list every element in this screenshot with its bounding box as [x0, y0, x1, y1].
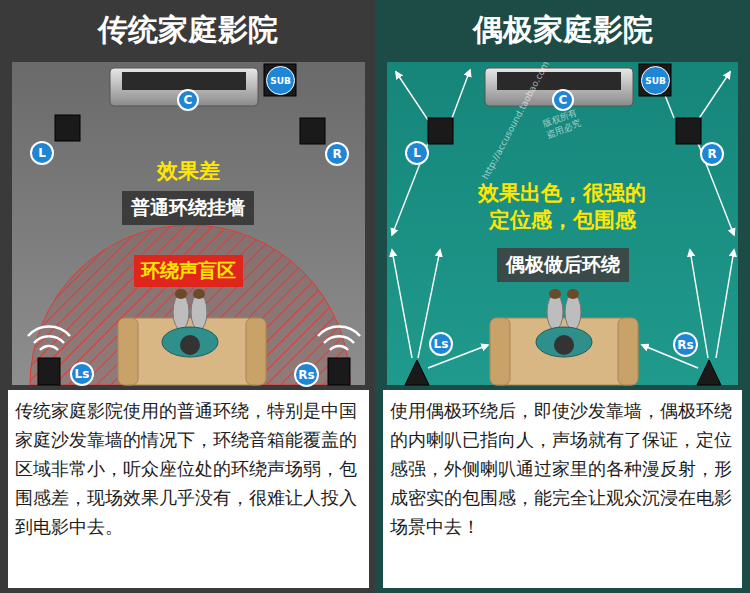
panel-ground — [383, 390, 742, 588]
speaker-box — [328, 358, 350, 385]
sofa — [118, 318, 266, 385]
warning-box: 环绕声盲区 — [134, 255, 243, 287]
speaker-box — [300, 118, 325, 144]
sound-rays — [392, 138, 430, 235]
viewer — [567, 289, 579, 299]
subwoofer-label: SUB — [641, 66, 670, 95]
effect-note: 效果差 — [128, 158, 248, 185]
sofa — [118, 318, 638, 385]
tv-screen — [497, 72, 621, 90]
tv-screen — [485, 68, 633, 106]
node-text: SUB — [645, 76, 666, 86]
viewer — [547, 294, 563, 330]
speaker-label: Rs — [294, 362, 319, 387]
sofa — [118, 318, 138, 385]
node-text: L — [38, 146, 46, 160]
tv-screen — [110, 68, 258, 106]
panel-ground — [0, 0, 375, 593]
panel-description: 传统家庭影院使用的普通环绕，特别是中国家庭沙发靠墙的情况下，环绕音箱能覆盖的区域… — [15, 396, 361, 541]
node-text: SUB — [270, 76, 291, 86]
node-text: Rs — [298, 368, 314, 382]
panel-ground — [387, 62, 738, 385]
wave-arcs — [40, 346, 58, 350]
viewer — [193, 289, 205, 299]
panel: 偶极家庭影院使用偶极环绕后，即使沙发靠墙，偶极环绕的内喇叭已指向人，声场就有了保… — [375, 0, 750, 593]
speaker-label: Ls — [429, 332, 453, 356]
sound-rays — [452, 70, 470, 118]
speaker-label: Ls — [70, 362, 94, 386]
sofa — [246, 318, 266, 385]
panel-ground — [375, 0, 750, 593]
node-text: C — [559, 93, 568, 107]
sound-rays — [716, 250, 734, 358]
node-text: R — [707, 147, 716, 161]
viewer — [565, 294, 581, 330]
blind-zone — [30, 225, 350, 385]
sound-rays — [396, 72, 428, 120]
speaker-box — [639, 64, 671, 96]
node-text: Rs — [677, 338, 693, 352]
viewer — [554, 335, 574, 355]
viewer — [175, 289, 187, 299]
node-text: L — [413, 146, 421, 160]
sofa — [490, 318, 510, 385]
speaker-box — [264, 64, 296, 96]
speaker-label: C — [552, 89, 574, 111]
panel: 传统家庭影院传统家庭影院使用的普通环绕，特别是中国家庭沙发靠墙的情况下，环绕音箱… — [0, 0, 375, 593]
node-text: 偶极做后环绕 — [506, 253, 620, 275]
node-text: R — [332, 147, 341, 161]
speaker-box — [38, 358, 60, 385]
speaker-box — [55, 115, 80, 141]
blind-zone — [30, 225, 350, 385]
panel-ground — [12, 62, 365, 385]
viewer — [536, 327, 592, 357]
wave-arcs — [330, 346, 348, 350]
panel-title: 偶极家庭影院 — [375, 10, 750, 50]
sound-rays — [392, 250, 412, 358]
wave-arcs — [318, 327, 360, 336]
speaker-box — [676, 118, 701, 144]
caption-box: 偶极做后环绕 — [497, 248, 629, 282]
viewer — [549, 289, 561, 299]
node-text: 普通环绕挂墙 — [131, 196, 245, 218]
viewer — [191, 294, 207, 330]
viewer — [162, 327, 218, 357]
node-text: Ls — [75, 367, 90, 381]
sound-rays — [698, 72, 730, 120]
speaker-box — [428, 118, 453, 144]
wave-arcs — [324, 336, 354, 343]
speaker-box — [38, 64, 721, 385]
panel-description: 使用偶极环绕后，即使沙发靠墙，偶极环绕的内喇叭已指向人，声场就有了保证，定位感强… — [390, 396, 736, 541]
node-text: Ls — [434, 337, 449, 351]
sound-rays — [696, 138, 734, 235]
panel-ground — [8, 390, 369, 588]
caption-box: 普通环绕挂墙 — [122, 191, 254, 225]
subwoofer-label: SUB — [266, 66, 295, 95]
speaker-label: R — [325, 142, 349, 166]
viewer — [180, 335, 200, 355]
wave-arcs — [28, 327, 70, 336]
speaker-label: L — [405, 141, 429, 165]
tv-screen — [122, 72, 246, 90]
panel-title: 传统家庭影院 — [0, 10, 375, 50]
node-text: 环绕声盲区 — [141, 259, 236, 281]
viewer — [173, 294, 189, 330]
node-text: C — [184, 93, 193, 107]
speaker-label: C — [177, 89, 199, 111]
effect-note: 效果出色，很强的 定位感，包围感 — [472, 180, 652, 234]
sofa — [490, 318, 638, 385]
speaker-label: Rs — [673, 332, 698, 357]
speaker-box — [697, 360, 721, 385]
speaker-label: L — [30, 141, 54, 165]
viewer — [162, 289, 592, 357]
wave-arcs — [34, 336, 64, 343]
speaker-box — [405, 360, 429, 385]
speaker-label: R — [700, 142, 724, 166]
sofa — [618, 318, 638, 385]
